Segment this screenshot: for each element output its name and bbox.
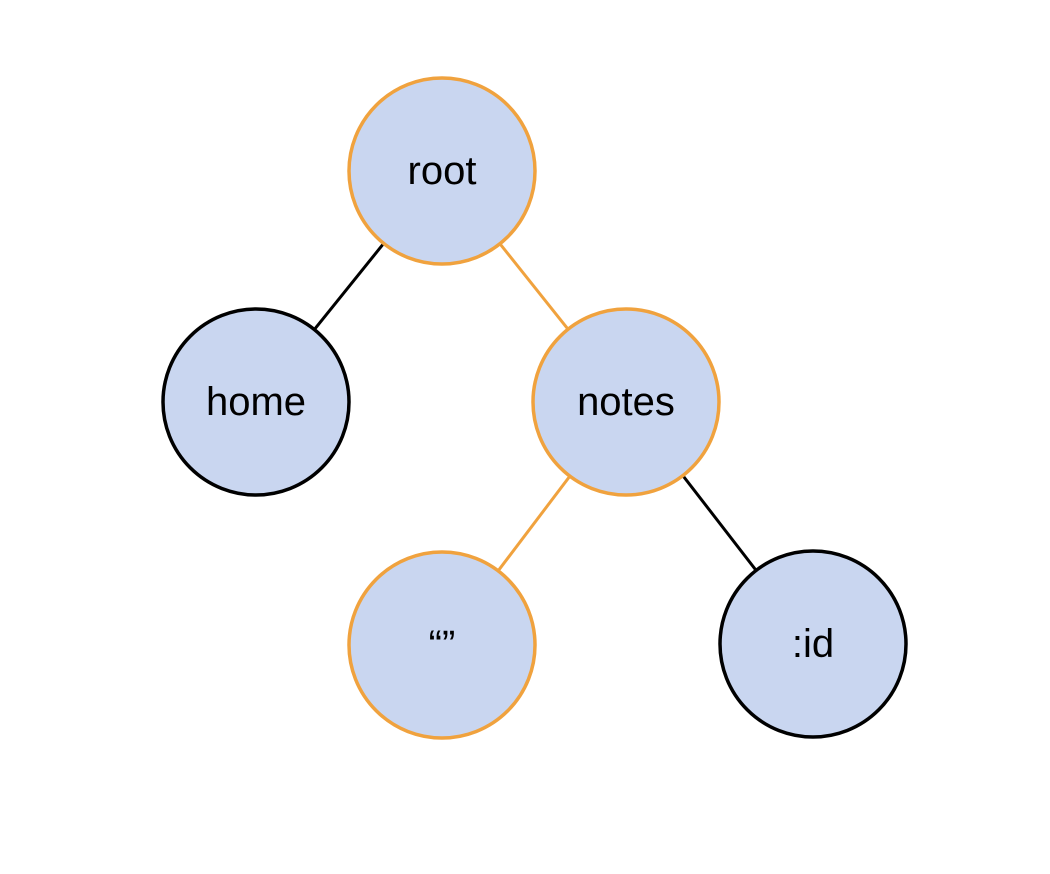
node-circle-empty-string [347,550,537,740]
node-label-home: home [206,380,306,424]
node-notes: notes [531,307,721,497]
node-circle-id-param [718,549,908,739]
node-circle-root [347,76,537,266]
node-label-root: root [408,149,477,193]
node-label-id-param: :id [792,622,834,666]
node-empty-string: “” [347,550,537,740]
node-label-empty-string: “” [429,623,456,667]
node-circle-notes [531,307,721,497]
nodes-layer: root home notes “” :id [161,76,908,740]
node-label-notes: notes [577,380,675,424]
node-id-param: :id [718,549,908,739]
node-circle-home [161,307,351,497]
node-home: home [161,307,351,497]
node-root: root [347,76,537,266]
